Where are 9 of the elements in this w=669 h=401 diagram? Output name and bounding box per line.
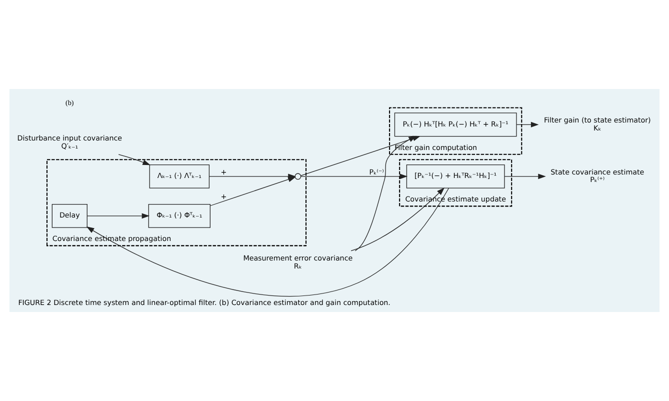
arrow (86, 213, 150, 219)
arrow (504, 174, 546, 180)
arrow (210, 176, 296, 206)
arrow (350, 188, 445, 252)
node-circle (294, 173, 302, 180)
arrow (118, 154, 150, 166)
arrow (300, 174, 408, 180)
arrow (516, 122, 539, 128)
arrow (86, 188, 450, 296)
